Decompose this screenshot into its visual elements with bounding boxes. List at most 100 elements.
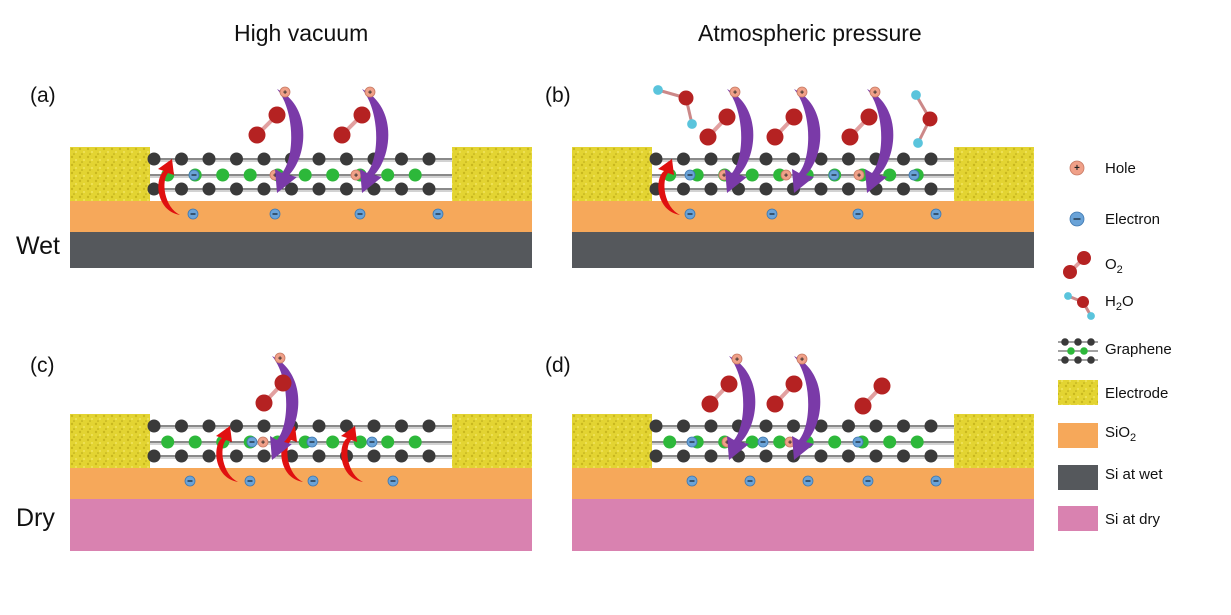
h2o-molecule-icon bbox=[1064, 292, 1095, 320]
si-dry-layer bbox=[70, 499, 532, 551]
carbon-atom bbox=[1061, 356, 1069, 364]
carbon-atom bbox=[147, 419, 161, 433]
electron-icon bbox=[686, 436, 698, 448]
carbon-atom bbox=[649, 449, 663, 463]
carbon-atom bbox=[257, 182, 271, 196]
hole-circle bbox=[796, 86, 808, 98]
oxygen-atom bbox=[1063, 265, 1077, 279]
electrode-right bbox=[954, 147, 1034, 201]
carbon-atom bbox=[883, 435, 897, 449]
hole-icon: + bbox=[257, 436, 269, 448]
oxygen-atom bbox=[785, 108, 803, 126]
carbon-atom bbox=[161, 435, 175, 449]
carbon-atom bbox=[745, 168, 759, 182]
oxygen-atom bbox=[922, 111, 938, 127]
hole-circle bbox=[796, 353, 808, 365]
panel-label-d: (d) bbox=[545, 354, 571, 377]
electron-icon bbox=[244, 475, 256, 487]
device-panel: ++++ bbox=[70, 86, 532, 268]
carbon-atom bbox=[147, 449, 161, 463]
carbon-atom bbox=[175, 152, 188, 166]
hole-sign: + bbox=[722, 172, 726, 179]
carbon-atom bbox=[353, 435, 367, 449]
electron-icon bbox=[269, 208, 281, 220]
excitation-arrow bbox=[341, 426, 363, 482]
hole-sign: + bbox=[857, 172, 861, 179]
carbon-atom bbox=[704, 419, 718, 433]
carbon-atom bbox=[312, 449, 326, 463]
hole-circle bbox=[257, 436, 269, 448]
sio2-layer bbox=[572, 468, 1034, 499]
oxygen-atom bbox=[268, 106, 286, 124]
carbon-atom bbox=[312, 182, 326, 196]
carbon-atom bbox=[677, 182, 690, 196]
oxygen-atom bbox=[678, 90, 694, 106]
hole-icon: + bbox=[869, 86, 881, 98]
carbon-atom bbox=[773, 435, 787, 449]
device-panel: ++++ bbox=[572, 353, 1034, 551]
electron-icon bbox=[930, 208, 942, 220]
hydrogen-atom bbox=[687, 119, 697, 129]
carbon-atom bbox=[704, 182, 718, 196]
carbon-atom bbox=[842, 449, 855, 463]
o2-molecule-icon bbox=[699, 108, 736, 146]
o2-molecule-icon bbox=[248, 106, 286, 144]
carbon-atom bbox=[649, 152, 663, 166]
hole-icon: + bbox=[279, 86, 291, 98]
carbon-atom bbox=[230, 449, 243, 463]
hole-sign: + bbox=[273, 172, 277, 179]
legend-sio2-label: SiO2 bbox=[1105, 424, 1137, 444]
legend-si-dry-label: Si at dry bbox=[1105, 511, 1161, 528]
carbon-atom bbox=[395, 152, 408, 166]
oxygen-atom bbox=[1077, 251, 1091, 265]
hydrogen-atom bbox=[653, 85, 663, 95]
carbon-atom bbox=[202, 419, 216, 433]
hole-sign: + bbox=[873, 89, 877, 96]
hydrogen-atom bbox=[911, 90, 921, 100]
o2-molecule-icon bbox=[766, 375, 803, 413]
carbon-atom bbox=[257, 152, 271, 166]
sio2-legend-swatch bbox=[1058, 423, 1098, 448]
sio2-layer bbox=[572, 201, 1034, 232]
electrode-left bbox=[70, 147, 150, 201]
carbon-atom bbox=[869, 419, 883, 433]
excitation-arrow bbox=[158, 159, 180, 215]
o2-molecule-icon bbox=[854, 377, 891, 415]
carbon-atom bbox=[147, 152, 161, 166]
carbon-atom bbox=[175, 182, 188, 196]
carbon-atom bbox=[216, 168, 230, 182]
electron-icon bbox=[184, 475, 196, 487]
carbon-atom bbox=[422, 152, 436, 166]
electron-icon bbox=[187, 208, 199, 220]
electrode-right bbox=[954, 414, 1034, 468]
carbon-atom bbox=[285, 182, 298, 196]
o2-molecule-icon bbox=[333, 106, 371, 144]
carbon-atom bbox=[759, 152, 773, 166]
carbon-atom bbox=[1061, 338, 1069, 346]
legend-h2o-label: H2O bbox=[1105, 293, 1134, 313]
legend-electron-label: Electron bbox=[1105, 211, 1161, 228]
hole-sign: + bbox=[788, 439, 792, 446]
legend-electrode-label: Electrode bbox=[1105, 385, 1169, 402]
electrode-legend-swatch bbox=[1058, 380, 1098, 405]
carbon-atom bbox=[924, 152, 938, 166]
excitation-arrow bbox=[216, 426, 238, 482]
electron-icon bbox=[684, 208, 696, 220]
hole-sign: + bbox=[733, 89, 737, 96]
carbon-atom bbox=[759, 419, 773, 433]
oxygen-atom bbox=[873, 377, 891, 395]
carbon-atom bbox=[340, 182, 353, 196]
h2o-molecule-icon bbox=[653, 85, 697, 129]
carbon-atom bbox=[883, 168, 897, 182]
excitation-arrow bbox=[658, 159, 680, 215]
hole-icon: + bbox=[350, 169, 362, 181]
panel-label-c: (c) bbox=[30, 354, 55, 377]
hole-circle bbox=[279, 86, 291, 98]
hole-icon: + bbox=[796, 86, 808, 98]
oxygen-atom bbox=[699, 128, 717, 146]
carbon-atom bbox=[326, 435, 340, 449]
carbon-atom bbox=[202, 449, 216, 463]
carbon-atom bbox=[175, 419, 188, 433]
electron-icon bbox=[432, 208, 444, 220]
